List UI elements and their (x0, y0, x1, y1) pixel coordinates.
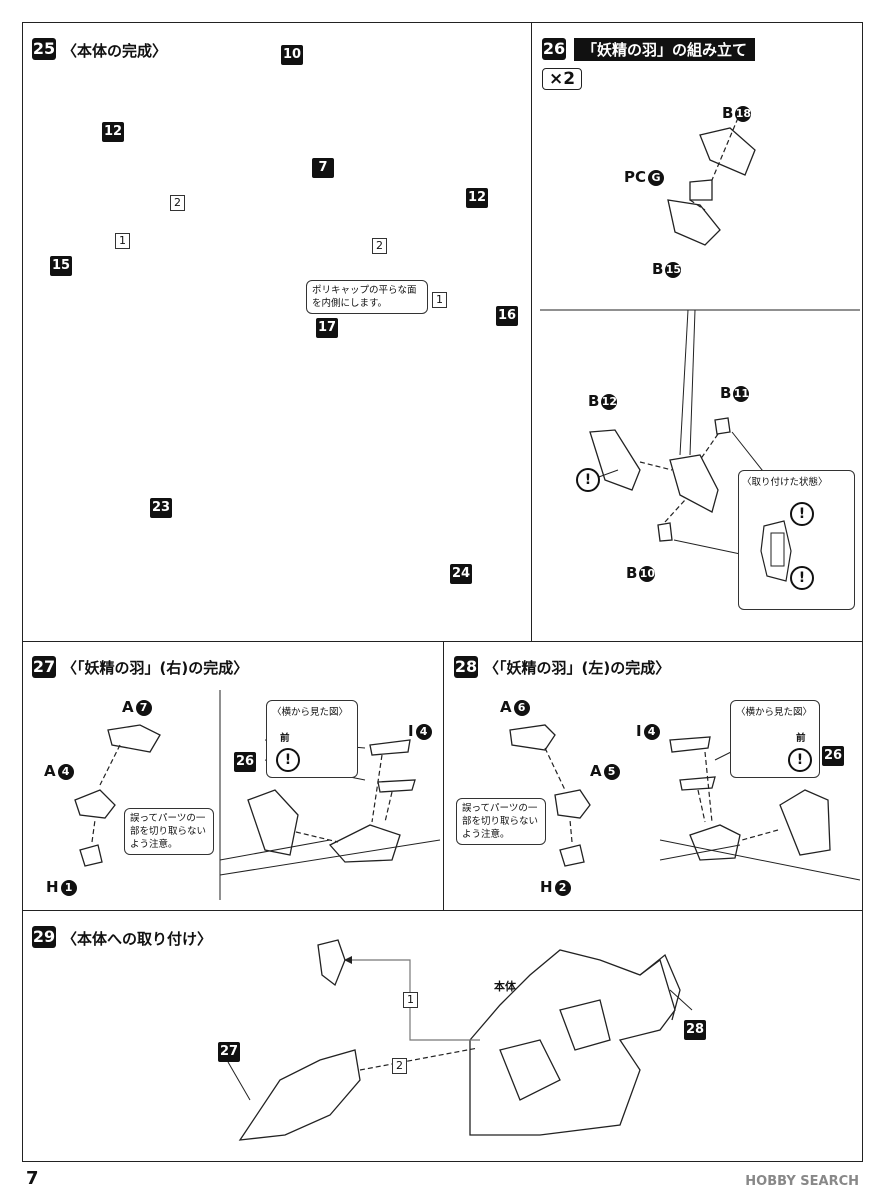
front-label: 前 (280, 733, 290, 744)
order-box: 1 (432, 292, 447, 308)
order-box: 2 (372, 238, 387, 254)
step-number: 26 (542, 38, 566, 60)
part-number: 24 (450, 564, 472, 584)
part-number: 7 (312, 158, 334, 178)
caution-icon: ! (788, 748, 812, 772)
attached-state-drawing (760, 520, 792, 582)
front-label: 前 (796, 733, 806, 744)
page-number: 7 (26, 1168, 39, 1189)
caution-icon: ! (276, 748, 300, 772)
step-title: 〈本体の完成〉 (62, 42, 168, 60)
caution-note: 誤ってパーツの一部を切り取らないよう注意。 (456, 798, 546, 845)
step-25-panel (22, 22, 532, 642)
caution-note: 誤ってパーツの一部を切り取らないよう注意。 (124, 808, 214, 855)
part-number: 10 (281, 45, 303, 65)
step-29-panel (22, 910, 863, 1162)
caution-icon: ! (576, 468, 600, 492)
order-box: 2 (392, 1058, 407, 1074)
step-27-panel (22, 641, 444, 911)
part-number: 16 (496, 306, 518, 326)
side-view-label: 〈横から見た図〉 (272, 707, 349, 718)
polycap-note: ポリキャップの平らな面を内側にします。 (306, 280, 428, 314)
order-box: 1 (115, 233, 130, 249)
step-title: 〈「妖精の羽」(右)の完成〉 (62, 659, 249, 677)
step-number: 29 (32, 926, 56, 948)
step-title: 〈本体への取り付け〉 (62, 930, 213, 948)
part-number: 12 (466, 188, 488, 208)
quantity-badge: ×2 (542, 68, 583, 90)
part-number: 15 (50, 256, 72, 276)
step-number: 25 (32, 38, 56, 60)
step-number: 27 (32, 656, 56, 678)
part-number: 12 (102, 122, 124, 142)
attached-state-label: 〈取り付けた状態〉 (742, 477, 828, 488)
body-label: 本体 (494, 980, 516, 993)
side-view-label: 〈横から見た図〉 (736, 707, 813, 718)
step-number: 28 (454, 656, 478, 678)
part-number: 27 (218, 1042, 240, 1062)
step-title: 〈「妖精の羽」(左)の完成〉 (484, 659, 671, 677)
part-number: 26 (234, 752, 256, 772)
caution-icon: ! (790, 566, 814, 590)
step-title: 「妖精の羽」の組み立て (574, 38, 756, 61)
part-number: 28 (684, 1020, 706, 1040)
order-box: 2 (170, 195, 185, 211)
part-number: 23 (150, 498, 172, 518)
caution-icon: ! (790, 502, 814, 526)
order-box: 1 (403, 992, 418, 1008)
watermark: HOBBY SEARCH (745, 1174, 859, 1189)
part-number: 26 (822, 746, 844, 766)
part-number: 17 (316, 318, 338, 338)
